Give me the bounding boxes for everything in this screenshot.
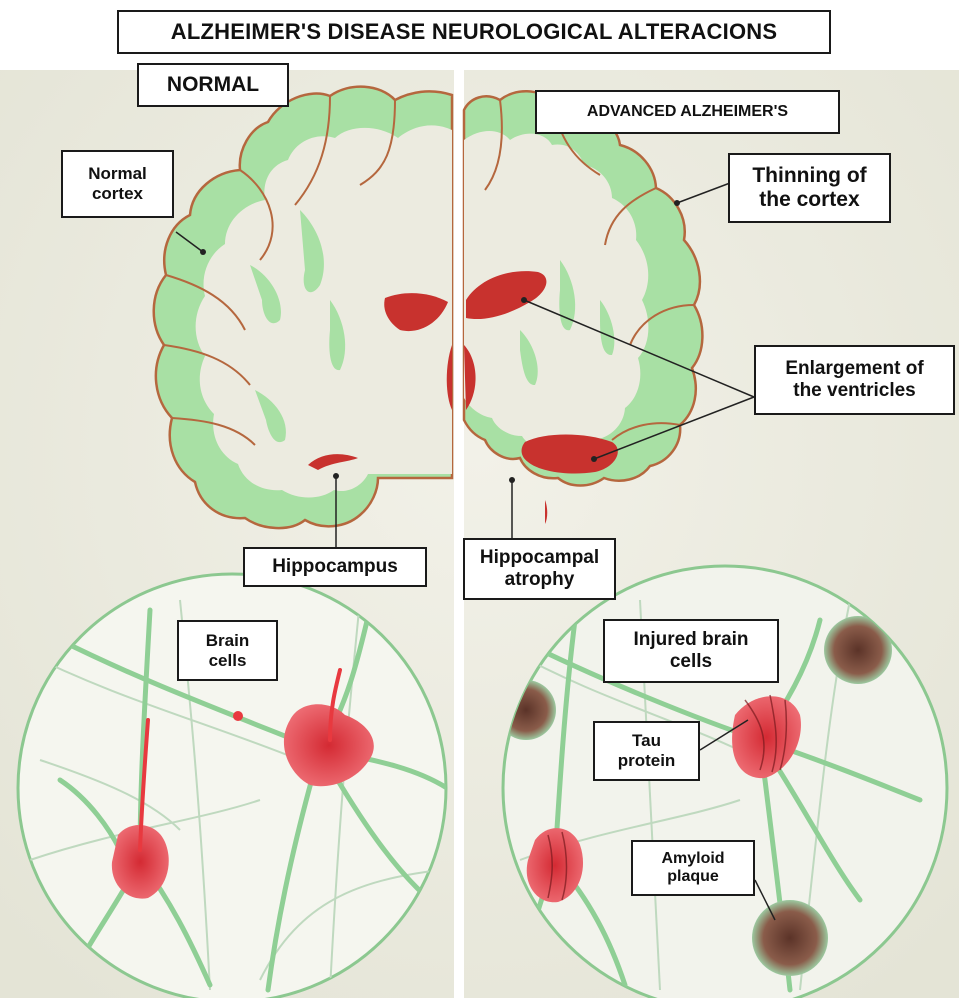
amyloid-plaque-2	[752, 900, 828, 976]
normal-cortex-label: Normal cortex	[61, 150, 174, 218]
advanced-heading: ADVANCED ALZHEIMER'S	[535, 90, 840, 134]
ventricles-label: Enlargement of the ventricles	[754, 345, 955, 415]
normal-heading: NORMAL	[137, 63, 289, 107]
amyloid-plaque-label: Amyloid plaque	[631, 840, 755, 896]
hippocampus-label: Hippocampus	[243, 547, 427, 587]
center-divider	[454, 68, 464, 998]
tau-protein-label: Tau protein	[593, 721, 700, 781]
diagram-title: ALZHEIMER'S DISEASE NEUROLOGICAL ALTERAC…	[117, 10, 831, 54]
brain-cells-label: Brain cells	[177, 620, 278, 681]
hippocampal-atrophy-label: Hippocampal atrophy	[463, 538, 616, 600]
thinning-cortex-label: Thinning of the cortex	[728, 153, 891, 223]
injured-cells-label: Injured brain cells	[603, 619, 779, 683]
